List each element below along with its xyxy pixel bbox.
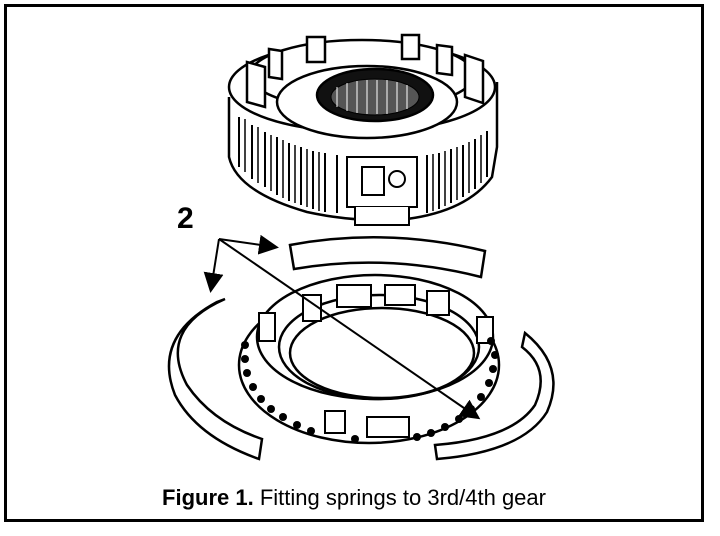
- hub-crown-lugs: [245, 33, 485, 109]
- hub-detent-slot: [346, 156, 418, 226]
- figure-caption: Figure 1. Fitting springs to 3rd/4th gea…: [7, 487, 701, 509]
- synchro-hub: [227, 38, 499, 222]
- synchro-assembly-illustration: [167, 33, 555, 461]
- figure-frame: 2 Figure 1. Fitting springs to 3rd/4th g…: [4, 4, 704, 522]
- spring-upper: [288, 236, 487, 279]
- callout-arrows: [203, 234, 481, 420]
- baulk-ring: [237, 273, 501, 445]
- spring-left: [167, 297, 264, 461]
- spring-right: [433, 330, 555, 461]
- caption-label: Figure 1.: [162, 485, 254, 510]
- caption-text: Fitting springs to 3rd/4th gear: [259, 485, 546, 510]
- sleeve-teeth: [238, 117, 488, 213]
- ring-lugs: [258, 284, 494, 438]
- callout-label: 2: [177, 202, 194, 235]
